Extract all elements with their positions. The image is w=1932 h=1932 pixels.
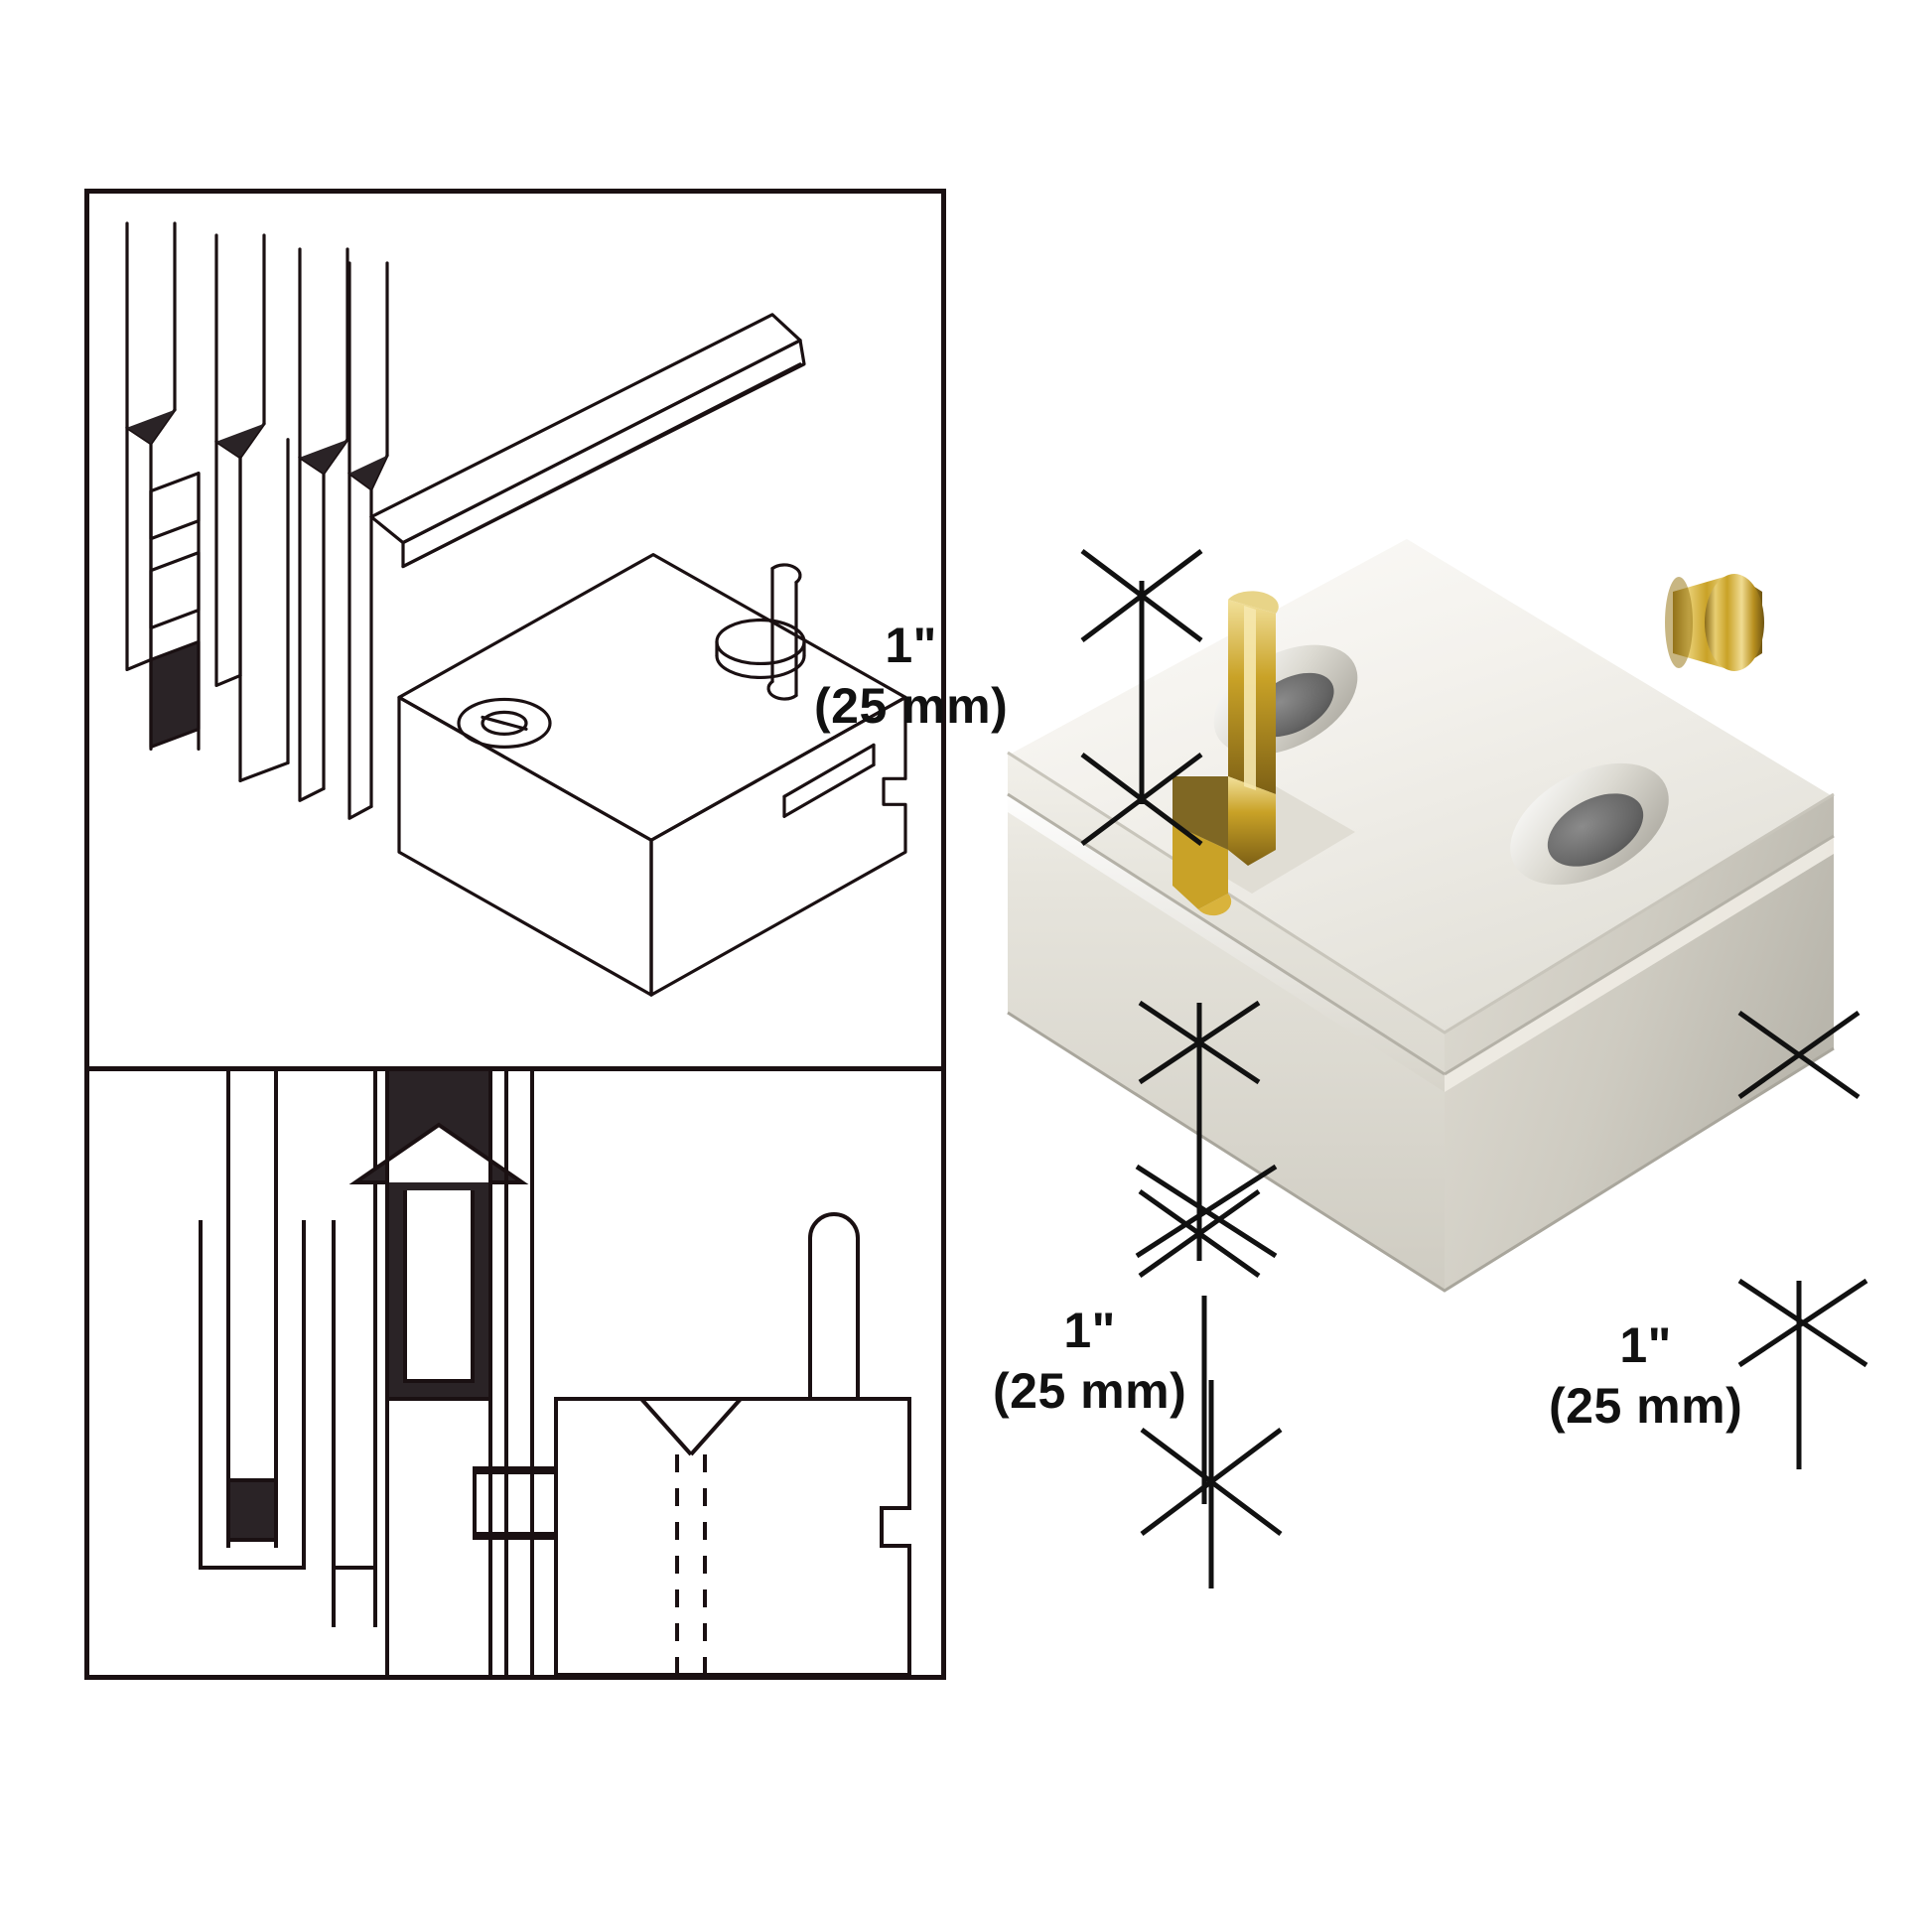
dim-bottom-mark-b [1140, 1428, 1283, 1536]
dimension-depth-value: 1" [1063, 1303, 1116, 1358]
block-top-face [1008, 536, 1834, 1033]
panel-isometric-installation [84, 189, 946, 1066]
dimension-depth-metric: (25 mm) [993, 1363, 1187, 1419]
panel-cross-section [84, 1066, 946, 1680]
product-photo-clamp-block [978, 496, 1862, 1350]
product-render [1006, 533, 1836, 1293]
dimension-width-value: 1" [1619, 1317, 1672, 1373]
dimension-height-value: 1" [885, 618, 937, 673]
brass-set-screw [1665, 574, 1764, 671]
block-right-face [1445, 794, 1834, 1291]
dimension-height-label: 1" (25 mm) [814, 616, 1008, 737]
countersunk-hole-front [1510, 762, 1669, 886]
dimension-width-label: 1" (25 mm) [1549, 1315, 1742, 1437]
dimension-depth-label: 1" (25 mm) [993, 1301, 1186, 1422]
isometric-installation-drawing [125, 221, 907, 997]
illustration-panel-group [84, 189, 946, 1680]
dimension-width-metric: (25 mm) [1549, 1378, 1743, 1434]
dimension-height-metric: (25 mm) [814, 678, 1009, 734]
cross-section-drawing [199, 1071, 911, 1675]
dim-bottom-mark-a [1140, 1428, 1283, 1536]
